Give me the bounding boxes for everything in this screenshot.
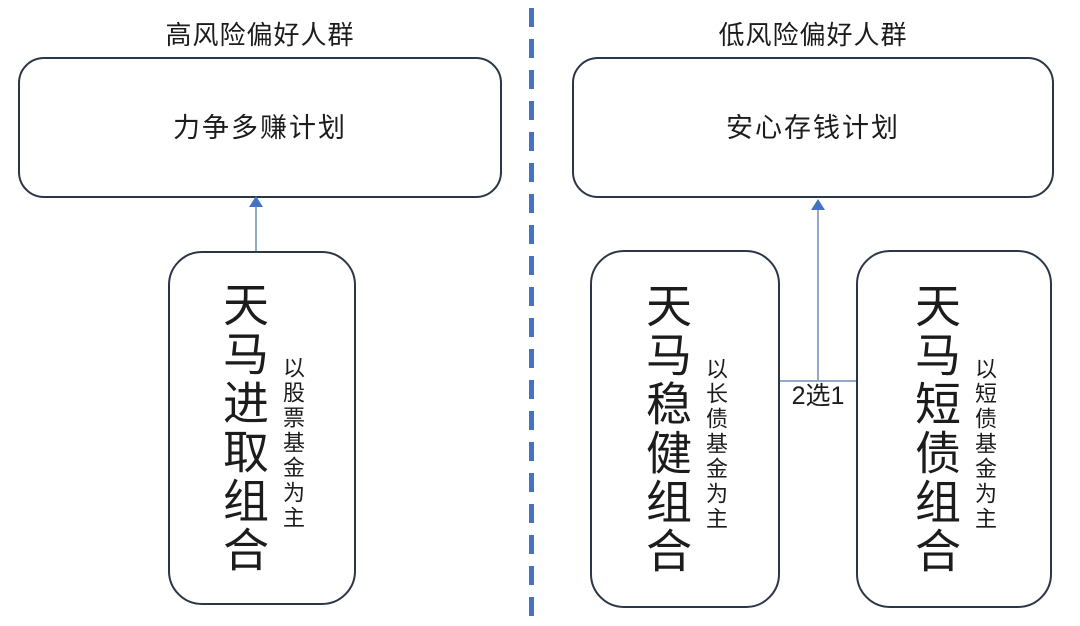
- choose-one-label: 2选1: [791, 382, 845, 410]
- arrow-up-icon-left: [249, 196, 263, 207]
- portfolio-title-steady: 天马稳健组合: [640, 282, 692, 576]
- section-header-low-risk: 低风险偏好人群: [718, 20, 908, 50]
- arrow-stem-left: [255, 205, 257, 253]
- portfolio-subtitle-steady: 以长债基金为主: [703, 356, 728, 532]
- section-header-high-risk: 高风险偏好人群: [165, 20, 355, 50]
- plan-box-aggressive[interactable]: 力争多赚计划: [18, 57, 502, 198]
- portfolio-box-steady[interactable]: 天马稳健组合 以长债基金为主: [590, 250, 780, 608]
- portfolio-title-aggressive: 天马进取组合: [217, 281, 269, 575]
- arrow-stem-right: [817, 209, 819, 382]
- portfolio-box-aggressive[interactable]: 天马进取组合 以股票基金为主: [168, 251, 356, 605]
- plan-label-savings: 安心存钱计划: [726, 112, 900, 143]
- arrow-up-icon-right: [811, 199, 825, 210]
- portfolio-subtitle-aggressive: 以股票基金为主: [280, 355, 305, 531]
- section-divider: [529, 8, 534, 620]
- portfolio-box-short-bond[interactable]: 天马短债组合 以短债基金为主: [856, 250, 1052, 608]
- portfolio-title-short-bond: 天马短债组合: [909, 282, 961, 576]
- portfolio-subtitle-short-bond: 以短债基金为主: [972, 356, 997, 532]
- plan-box-savings[interactable]: 安心存钱计划: [572, 57, 1054, 198]
- connector-bar-choose-one: [778, 380, 858, 382]
- plan-label-aggressive: 力争多赚计划: [173, 112, 347, 143]
